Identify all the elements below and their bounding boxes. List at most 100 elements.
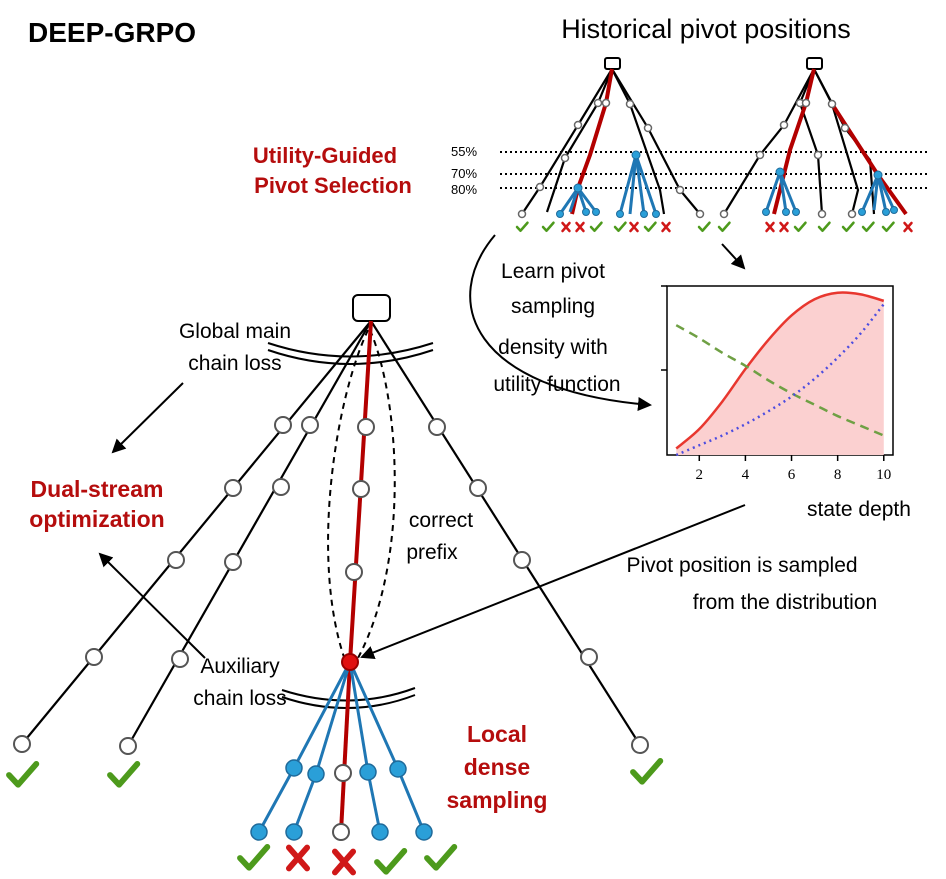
tree2-node: [813, 150, 823, 160]
tree2-pivot-node: [873, 170, 883, 180]
check-icon: [881, 221, 895, 232]
main-node: [272, 478, 290, 496]
tree2-leaf: [847, 209, 857, 219]
tree1-leaf: [640, 210, 648, 218]
main-leaf: [631, 736, 649, 754]
historical-pivot-heading: Historical pivot positions: [561, 14, 851, 44]
pivot-branch: [348, 661, 382, 833]
chart-series-dotted: [675, 303, 885, 457]
tree1-edge: [545, 68, 614, 213]
tree2-branch: [876, 174, 896, 211]
tree1-leaf: [517, 209, 527, 219]
check-icon: [515, 221, 529, 232]
main-node: [469, 479, 487, 497]
main-node: [357, 418, 375, 436]
tree2-branch: [764, 171, 782, 213]
chart-to-pivot-arrow: [360, 504, 746, 660]
tree2-leaf: [817, 209, 827, 219]
learn-density-line1: Learn pivot: [501, 260, 605, 283]
depth-pct-55: 55%: [451, 144, 477, 159]
tree2-branch: [872, 174, 880, 211]
chart-x-tick-label: 2: [696, 467, 704, 483]
tree1-branch: [576, 187, 598, 213]
global-loss-line1: Global main: [179, 320, 291, 343]
check-icon: [630, 758, 664, 785]
main-leaf: [119, 737, 137, 755]
correct-prefix-loop: [327, 329, 396, 661]
cross-icon: [285, 844, 311, 872]
cross-icon: [779, 221, 789, 233]
tree2-leaf: [858, 208, 866, 216]
correct-prefix-line1: correct: [409, 509, 473, 532]
tree1-edge: [611, 68, 701, 215]
auxiliary-to-dual-arrow: [98, 552, 206, 659]
chart-x-tick-label: 4: [742, 467, 750, 483]
tree-to-chart-arrow: [721, 243, 746, 270]
chart-x-tick-label: 6: [788, 467, 796, 483]
branch-node: [285, 759, 303, 777]
branch-node: [389, 760, 407, 778]
dual-stream-line2: optimization: [29, 506, 164, 532]
learn-density-arrow: [469, 234, 652, 411]
historical-tree-1: [517, 57, 705, 219]
main-node: [513, 551, 531, 569]
tree1-node: [573, 120, 583, 130]
tree2-leaf: [762, 208, 770, 216]
tree1-node: [625, 99, 635, 109]
check-icon: [717, 221, 731, 232]
main-node: [224, 553, 242, 571]
tree2-leaf: [890, 206, 898, 214]
check-icon: [107, 761, 141, 788]
chart-x-tick-label: 8: [834, 467, 842, 483]
check-icon: [589, 221, 603, 232]
main-node: [334, 764, 352, 782]
tree2-pivot-node: [775, 167, 785, 177]
tree2-node: [840, 123, 850, 133]
chart-series-solid: [675, 291, 885, 450]
diagram-title: DEEP-GRPO: [28, 17, 196, 48]
check-icon: [861, 221, 875, 232]
local-dense-line1: Local: [467, 721, 527, 747]
check-icon: [541, 221, 555, 232]
utility-guided-label-line2: Pivot Selection: [254, 173, 412, 198]
historical-outcome-marks: [515, 221, 913, 233]
main-node: [224, 479, 242, 497]
branch-node: [359, 763, 377, 781]
dual-stream-line1: Dual-stream: [31, 476, 164, 502]
tree1-branch: [628, 154, 638, 215]
check-icon: [237, 844, 271, 871]
pivot-branch: [348, 661, 426, 833]
main-node: [428, 418, 446, 436]
cross-icon: [661, 221, 671, 233]
main-leaf: [332, 823, 350, 841]
cross-icon: [765, 221, 775, 233]
global-to-dual-arrow: [111, 382, 184, 454]
tree2-leaf: [719, 209, 729, 219]
tree1-node: [675, 185, 685, 195]
tree1-node: [643, 123, 653, 133]
cross-icon: [575, 221, 585, 233]
learn-density-line2: sampling: [511, 295, 595, 318]
cross-icon: [561, 221, 571, 233]
tree2-main-chain: [772, 68, 816, 215]
tree1-branch: [634, 154, 658, 215]
tree1-leaf: [695, 209, 705, 219]
tree1-node: [593, 98, 603, 108]
tree1-node: [535, 182, 545, 192]
tree1-leaf: [616, 210, 624, 218]
check-icon: [841, 221, 855, 232]
depth-pct-80: 80%: [451, 182, 477, 197]
tree1-leaf: [582, 208, 590, 216]
chart-area-fill: [676, 292, 884, 455]
main-node: [345, 563, 363, 581]
chart-series-dashed: [675, 324, 885, 437]
main-chain: [339, 661, 352, 833]
tree2-leaf: [782, 208, 790, 216]
tree1-branch: [618, 154, 638, 215]
branch-leaf: [371, 823, 389, 841]
cross-icon: [331, 848, 357, 876]
pivot-sampled-line2: from the distribution: [693, 591, 877, 614]
tree1-node: [560, 153, 570, 163]
